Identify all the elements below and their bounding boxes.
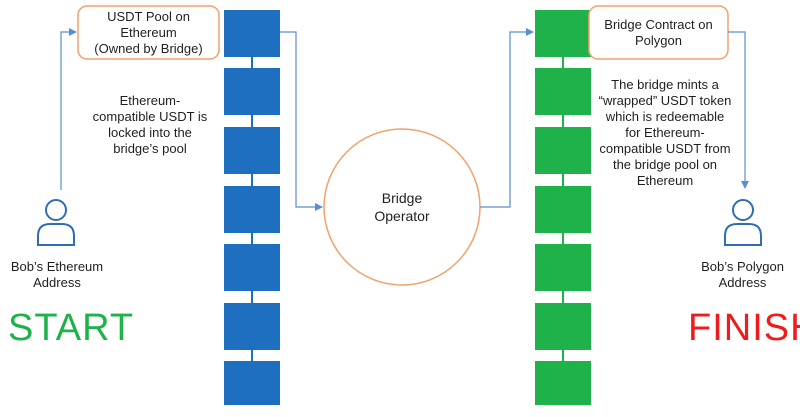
polygon-contract-line: Bridge Contract on (604, 17, 713, 32)
lock-note: Ethereum- compatible USDT is locked into… (80, 93, 220, 157)
polygon-chain (535, 10, 591, 405)
polygon-block (535, 10, 591, 57)
lock-note-line: bridge’s pool (113, 141, 187, 156)
bob-ethereum-line: Bob’s Ethereum (10, 259, 104, 274)
polygon-contract-line: Polygon (635, 33, 682, 48)
ethereum-pool-box (77, 5, 220, 60)
mint-note-line: the bridge pool on (612, 157, 718, 172)
mint-note-line: Ethereum (636, 173, 694, 188)
ethereum-block (224, 186, 280, 233)
mint-note-line: compatible USDT from (599, 141, 731, 156)
bob-polygon-line: Address (718, 275, 767, 290)
mint-note-line: The bridge mints a (611, 77, 719, 92)
mint-note: The bridge mints a “wrapped” USDT token … (590, 77, 740, 189)
mint-note-line: for Ethereum- (625, 125, 705, 140)
ethereum-pool-line: Ethereum (120, 25, 177, 40)
ethereum-block (224, 10, 280, 57)
arrow-operator-to-polygon (480, 28, 534, 208)
arrow-contract-to-bob (728, 31, 749, 189)
bob-ethereum-line: Address (33, 275, 81, 290)
ethereum-block (224, 303, 280, 350)
polygon-block (535, 303, 591, 350)
ethereum-chain (224, 10, 280, 405)
lock-note-line: Ethereum- (119, 93, 181, 108)
operator-line: Bridge (381, 190, 423, 206)
bob-polygon-line: Bob’s Polygon (701, 259, 784, 274)
ethereum-pool-label: USDT Pool on Ethereum (Owned by Bridge) (78, 9, 219, 57)
polygon-block (535, 127, 591, 174)
arrow-bob-to-pool (60, 28, 77, 190)
ethereum-block (224, 244, 280, 291)
operator-line: Operator (374, 208, 430, 224)
polygon-block (535, 68, 591, 115)
user-icon (724, 199, 762, 246)
start-label: START (8, 307, 135, 349)
finish-label: FINISH (688, 307, 800, 349)
user-icon (37, 199, 75, 246)
lock-note-line: locked into the (108, 125, 192, 140)
polygon-contract-label: Bridge Contract on Polygon (589, 17, 728, 49)
ethereum-block (224, 361, 280, 405)
bob-polygon-address: Bob’s Polygon Address (685, 259, 800, 291)
ethereum-pool-line: USDT Pool on (107, 9, 190, 24)
mint-note-line: which is redeemable (605, 109, 725, 124)
polygon-block (535, 244, 591, 291)
lock-note-line: compatible USDT is (92, 109, 208, 124)
ethereum-block (224, 68, 280, 115)
bridge-operator-label: Bridge Operator (347, 189, 457, 225)
mint-note-line: “wrapped” USDT token (598, 93, 732, 108)
polygon-block (535, 361, 591, 405)
ethereum-pool-line: (Owned by Bridge) (94, 41, 203, 56)
ethereum-block (224, 127, 280, 174)
arrow-pool-to-operator (280, 31, 323, 211)
bob-ethereum-address: Bob’s Ethereum Address (0, 259, 114, 291)
polygon-block (535, 186, 591, 233)
